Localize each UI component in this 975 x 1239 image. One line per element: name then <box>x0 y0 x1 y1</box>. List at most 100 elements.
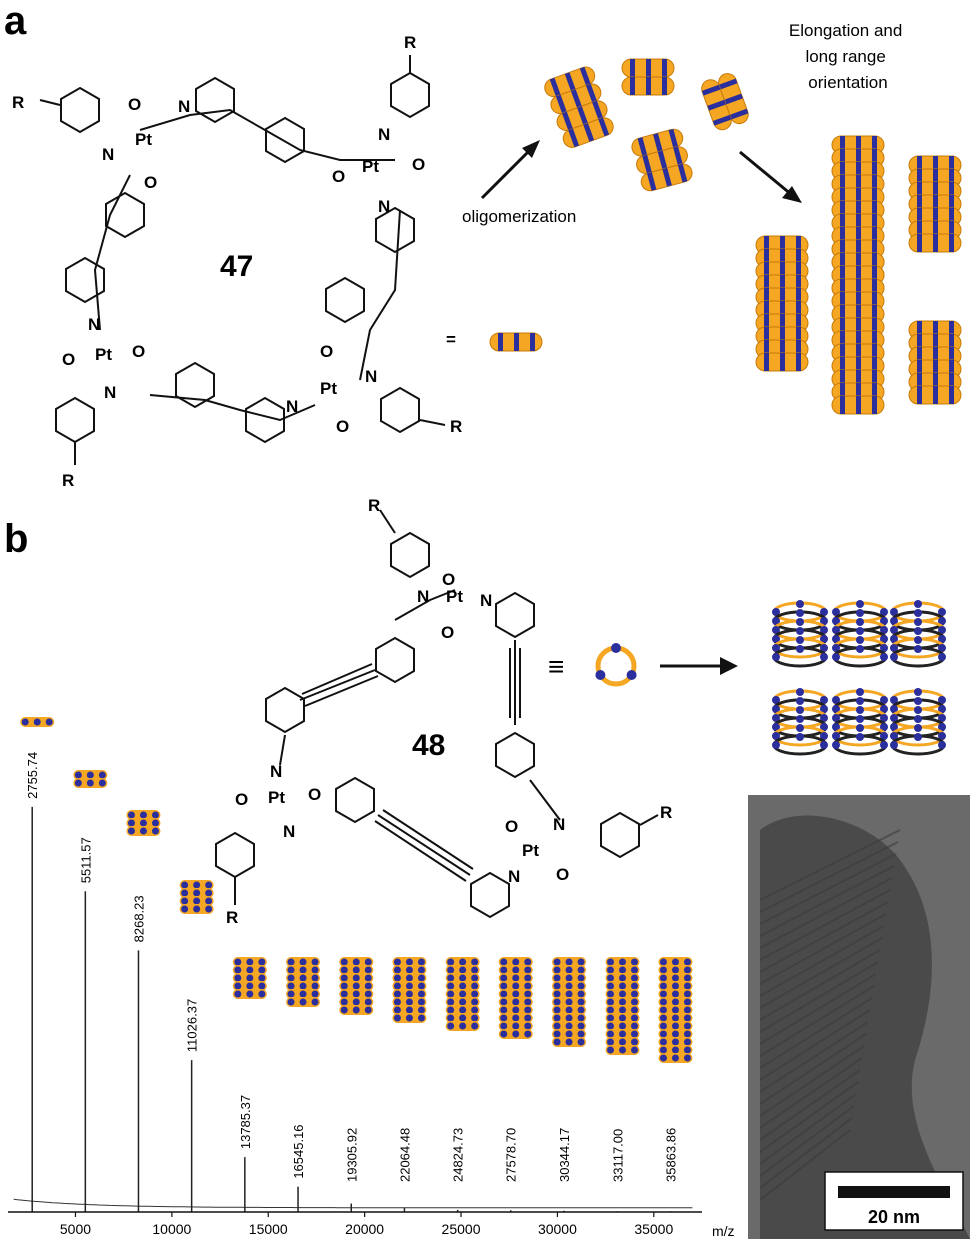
oligomer-cluster <box>541 58 752 194</box>
atom-n: N <box>480 591 492 610</box>
r-label-b2: R <box>226 908 238 927</box>
atom-pt: Pt <box>268 788 285 807</box>
elongation-line-2: long range <box>805 47 885 66</box>
arrow-down-head-icon <box>782 186 802 203</box>
atom-pt: Pt <box>446 587 463 606</box>
arrow-right-head-icon <box>720 657 738 675</box>
panel-a-letter: a <box>4 0 27 43</box>
atom-o: O <box>132 342 145 361</box>
oligomer-icon <box>498 957 533 1039</box>
peak-label: 13785.37 <box>238 1095 253 1149</box>
molecule-47: R R R R O Pt N O N N Pt O O N N O Pt O N… <box>12 33 462 490</box>
atom-n: N <box>508 867 520 886</box>
fiber-stack <box>908 320 962 405</box>
arrow-up-head-icon <box>522 140 540 158</box>
atom-pt: Pt <box>95 345 112 364</box>
r-label-2: R <box>404 33 416 52</box>
x-tick-label: 10000 <box>152 1221 191 1237</box>
peak-label: 27578.70 <box>504 1128 519 1182</box>
elongation-line-1: Elongation and <box>789 21 902 40</box>
atom-n: N <box>178 97 190 116</box>
baseline-trace <box>13 1198 693 1209</box>
oligomer-icon <box>392 957 427 1023</box>
peak-label: 30344.17 <box>557 1128 572 1182</box>
tube-column <box>832 688 888 756</box>
atom-o: O <box>128 95 141 114</box>
tube-column <box>772 600 828 668</box>
oligomerization-label: oligomerization <box>462 207 576 226</box>
x-tick-label: 25000 <box>442 1221 481 1237</box>
r-label-b3: R <box>660 803 672 822</box>
molecule-48: R R R O N Pt N O N O Pt O N O N Pt O N 4… <box>215 496 672 927</box>
atom-n: N <box>417 587 429 606</box>
equiv-sign: ≡ <box>548 651 564 682</box>
oligomer-icon <box>605 957 640 1055</box>
atom-n: N <box>378 125 390 144</box>
atom-n: N <box>365 367 377 386</box>
oligomer-icon <box>445 957 480 1031</box>
peak-labels: 2755.745511.578268.2311026.3713785.37165… <box>25 752 678 1182</box>
peak-label: 35863.86 <box>663 1128 678 1182</box>
scale-box <box>824 1171 964 1231</box>
atom-o: O <box>412 155 425 174</box>
tube-column <box>890 600 946 668</box>
atom-n: N <box>283 822 295 841</box>
scale-bar <box>838 1186 950 1198</box>
atom-n: N <box>553 815 565 834</box>
x-tick-label: 35000 <box>634 1221 673 1237</box>
atom-o: O <box>144 173 157 192</box>
fiber-stacks <box>755 135 962 415</box>
atom-pt: Pt <box>135 130 152 149</box>
atom-n: N <box>88 315 100 334</box>
oligomer-icons <box>20 717 693 1063</box>
r-label-1: R <box>12 93 24 112</box>
x-ticks: 5000 10000 15000 20000 25000 30000 35000 <box>60 1212 673 1237</box>
r-label-3: R <box>450 417 462 436</box>
compound-47-label: 47 <box>220 250 253 283</box>
scale-label: 20 nm <box>868 1207 920 1227</box>
peak-label: 24824.73 <box>451 1128 466 1182</box>
peak-label: 19305.92 <box>344 1128 359 1182</box>
atom-o: O <box>235 790 248 809</box>
atom-o: O <box>308 785 321 804</box>
fiber-stack <box>831 252 885 415</box>
fiber-stack <box>755 235 809 372</box>
ring-icon <box>595 643 636 684</box>
atom-o: O <box>442 570 455 589</box>
x-tick-label: 30000 <box>538 1221 577 1237</box>
oligomer-icon <box>658 957 693 1063</box>
atom-o: O <box>320 342 333 361</box>
atom-pt: Pt <box>362 157 379 176</box>
oligomer-icon <box>286 957 321 1007</box>
x-tick-label: 15000 <box>249 1221 288 1237</box>
oligomer-icon <box>20 717 55 727</box>
atom-n: N <box>104 383 116 402</box>
tube-column <box>772 688 828 756</box>
atom-n: N <box>378 197 390 216</box>
torus-icon <box>489 332 543 352</box>
atom-n: N <box>270 762 282 781</box>
x-tick-label: 20000 <box>345 1221 384 1237</box>
peak-label: 16545.16 <box>291 1124 306 1178</box>
x-axis-label: m/z <box>712 1223 735 1239</box>
arrow-down-icon <box>739 150 793 197</box>
spectrum-peaks <box>13 806 693 1212</box>
atom-o: O <box>556 865 569 884</box>
equals-sign: = <box>446 330 456 349</box>
peak-label: 22064.48 <box>397 1128 412 1182</box>
oligomer-icon <box>232 957 267 999</box>
atom-o: O <box>441 623 454 642</box>
atom-o: O <box>505 817 518 836</box>
atom-o: O <box>336 417 349 436</box>
oligomer-icon <box>179 880 214 914</box>
mass-spectrum: 2755.745511.578268.2311026.3713785.37165… <box>8 717 735 1239</box>
peak-label: 5511.57 <box>78 837 93 883</box>
r-label-b1: R <box>368 496 380 515</box>
atom-pt: Pt <box>320 379 337 398</box>
atom-o: O <box>62 350 75 369</box>
x-tick-label: 5000 <box>60 1221 91 1237</box>
elongation-line-3: orientation <box>808 73 887 92</box>
atom-o: O <box>332 167 345 186</box>
peak-label: 11026.37 <box>185 999 200 1052</box>
